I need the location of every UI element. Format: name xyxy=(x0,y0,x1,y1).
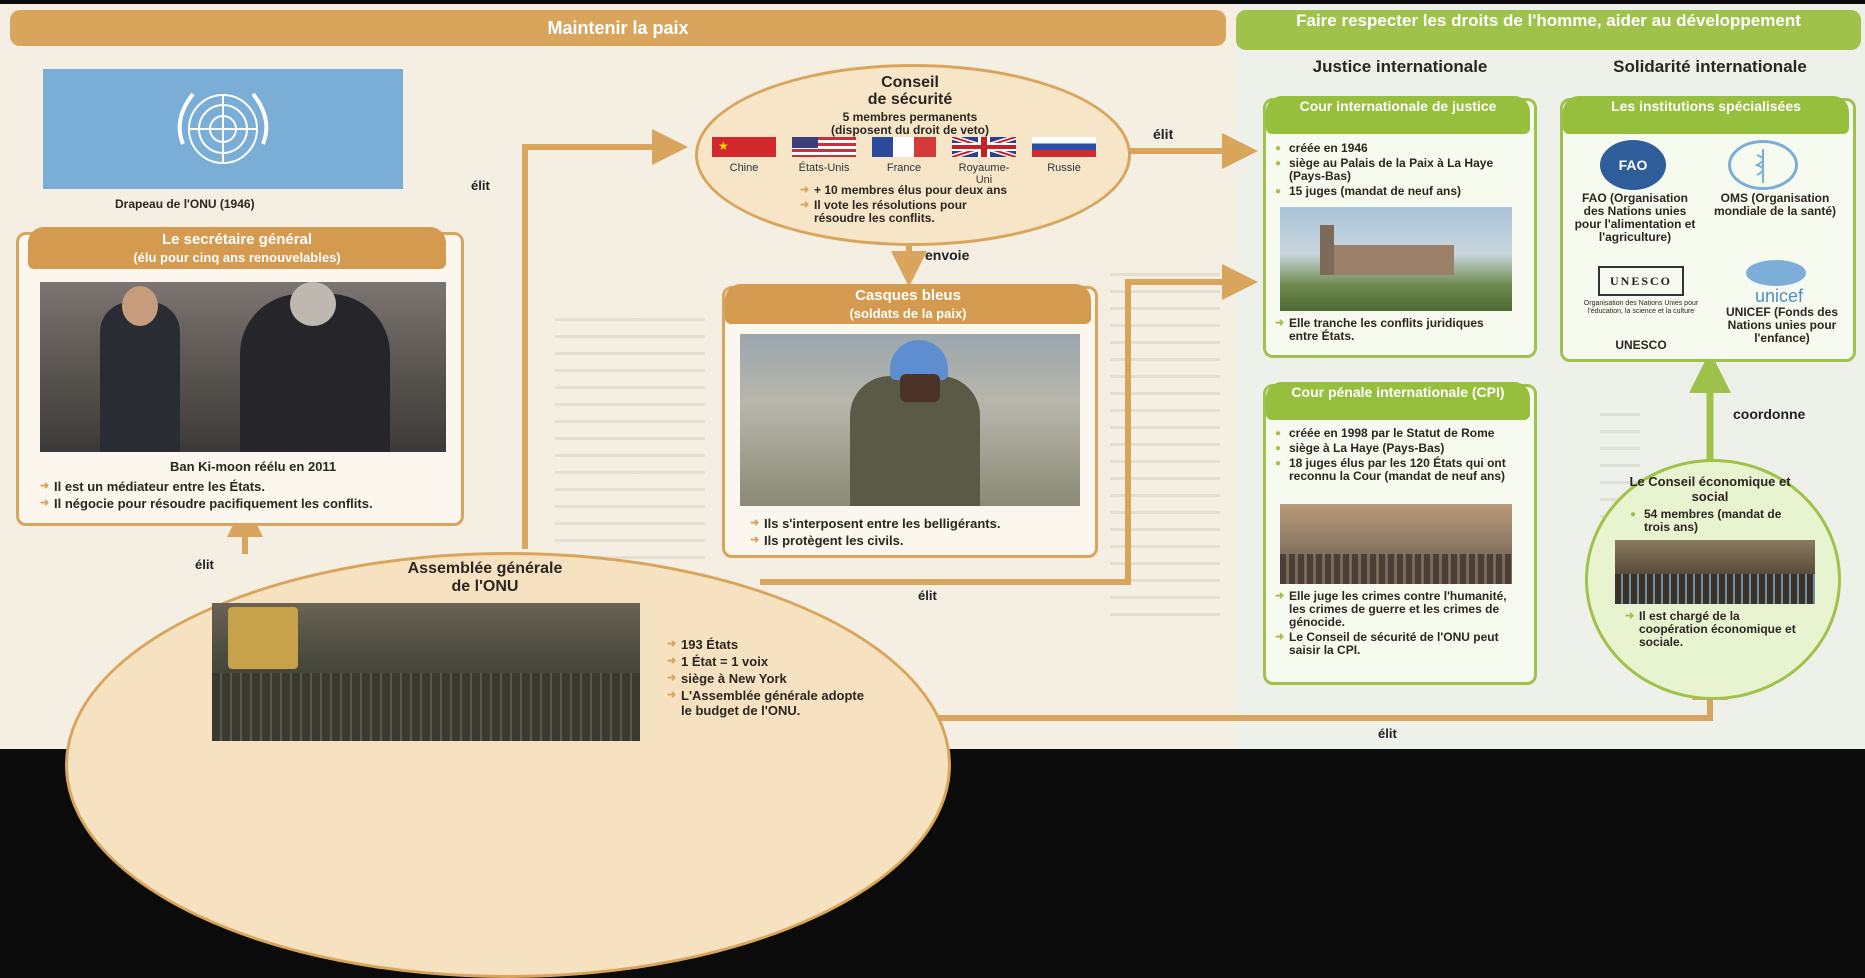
council-resolutions: Il vote les résolutions pour résoudre le… xyxy=(800,199,1020,225)
blue-helmets-bullet: Ils s'interposent entre les belligérants… xyxy=(750,516,1090,531)
china-flag-icon: ★ xyxy=(712,137,776,157)
envoie-label: envoie xyxy=(925,247,970,263)
peace-banner: Maintenir la paix xyxy=(10,10,1226,46)
secretary-subtitle: (élu pour cinq ans renouvelables) xyxy=(133,250,341,265)
unesco-logo-icon: UNESCO xyxy=(1598,266,1684,296)
icc-title: Cour pénale internationale (CPI) xyxy=(1266,382,1530,420)
france-flag-icon xyxy=(872,137,936,157)
blue-helmets-bullets: Ils s'interposent entre les belligérants… xyxy=(750,516,1090,550)
assembly-bullet: 1 État = 1 voix xyxy=(667,654,877,669)
flag-label: États-Unis xyxy=(798,162,850,174)
unicef-caption: UNICEF (Fonds des Nations unies pour l'e… xyxy=(1725,305,1838,345)
icj-role: Elle tranche les conflits juridiques ent… xyxy=(1275,317,1515,345)
institutions-title: Les institutions spécialisées xyxy=(1563,96,1849,134)
secretary-bullet: Il négocie pour résoudre pacifiquement l… xyxy=(40,496,420,511)
ban-ki-moon-photo xyxy=(40,282,446,452)
assembly-bullets: 193 États 1 État = 1 voix siège à New Yo… xyxy=(667,637,877,720)
who-logo-icon xyxy=(1728,140,1798,190)
un-emblem-icon xyxy=(177,92,269,164)
assembly-bullet: L'Assemblée générale adopte le budget de… xyxy=(667,688,877,718)
textbook-spread: Maintenir la paix Drapeau de l'ONU (1946… xyxy=(0,4,1865,978)
unicef-logo-icon xyxy=(1746,260,1806,286)
ecosoc-title: Le Conseil économique et social xyxy=(1629,474,1791,504)
council-title-line1: Conseil xyxy=(881,74,939,91)
elit-label: élit xyxy=(1378,726,1397,741)
ecosoc-role: Il est chargé de la coopération économiq… xyxy=(1625,610,1805,651)
blue-helmets-subtitle: (soldats de la paix) xyxy=(849,306,967,321)
secretary-bullets: Il est un médiateur entre les États. Il … xyxy=(40,479,420,513)
assembly-title: Assemblée générale de l'ONU xyxy=(360,560,610,596)
russia-flag-icon xyxy=(1032,137,1096,157)
institutions-box xyxy=(1560,98,1856,362)
assembly-hall-photo xyxy=(212,603,640,741)
icc-bullets: créée en 1998 par le Statut de Rome sièg… xyxy=(1275,427,1525,485)
peacekeeper-photo xyxy=(740,334,1080,506)
icc-roles: Elle juge les crimes contre l'humanité, … xyxy=(1275,590,1520,659)
icc-courtroom-photo xyxy=(1280,504,1512,584)
fao-logo-icon: FAO xyxy=(1600,140,1666,190)
assembly-title-line1: Assemblée générale xyxy=(407,560,563,577)
solidarity-heading: Solidarité internationale xyxy=(1613,57,1807,76)
icj-title: Cour internationale de justice xyxy=(1266,96,1530,134)
council-bullets: + 10 membres élus pour deux ans Il vote … xyxy=(800,184,1020,227)
ecosoc-chamber-photo xyxy=(1615,540,1815,604)
assembly-bullet: siège à New York xyxy=(667,671,877,686)
elit-label: élit xyxy=(471,178,490,193)
usa-flag-icon xyxy=(792,137,856,157)
justice-heading: Justice internationale xyxy=(1312,57,1488,76)
icj-bullet: siège au Palais de la Paix à La Haye (Pa… xyxy=(1275,157,1525,183)
icj-bullet: créée en 1946 xyxy=(1275,142,1525,156)
unesco-small-text: Organisation des Nations Unies pour l'éd… xyxy=(1583,300,1699,315)
council-title: Conseil de sécurité xyxy=(860,74,960,108)
ecosoc-bullet: 54 membres (mandat de trois ans) xyxy=(1630,508,1800,534)
assembly-bullet: 193 États xyxy=(667,637,877,652)
assembly-title-line2: de l'ONU xyxy=(451,578,519,595)
flag-label: Russie xyxy=(1047,162,1081,174)
icj-bullets: créée en 1946 siège au Palais de la Paix… xyxy=(1275,142,1525,200)
peace-palace-photo xyxy=(1280,207,1512,311)
elit-label: élit xyxy=(1153,126,1174,142)
icj-bullet: 15 juges (mandat de neuf ans) xyxy=(1275,185,1525,199)
secretary-caption: Ban Ki-moon réélu en 2011 xyxy=(170,459,337,474)
secretary-title: Le secrétaire général (élu pour cinq ans… xyxy=(28,227,446,269)
icc-bullet: siège à La Haye (Pays-Bas) xyxy=(1275,442,1525,456)
icc-role: Elle juge les crimes contre l'humanité, … xyxy=(1275,590,1520,629)
secretary-bullet: Il est un médiateur entre les États. xyxy=(40,479,420,494)
un-flag xyxy=(43,69,403,189)
council-title-line2: de sécurité xyxy=(867,91,953,108)
blue-helmets-bullet: Ils protègent les civils. xyxy=(750,533,1090,548)
icc-bullet: créée en 1998 par le Statut de Rome xyxy=(1275,427,1525,441)
council-permanent-count: 5 membres permanents xyxy=(842,110,978,124)
uk-flag-icon xyxy=(952,137,1016,157)
council-elected: + 10 membres élus pour deux ans xyxy=(800,184,1020,198)
secretary-title-text: Le secrétaire général xyxy=(161,231,313,248)
rights-banner: Faire respecter les droits de l'homme, a… xyxy=(1236,10,1861,50)
ecosoc-role-text: Il est chargé de la coopération économiq… xyxy=(1625,610,1805,649)
icc-bullet: 18 juges élus par les 120 États qui ont … xyxy=(1275,457,1525,483)
blue-helmets-title-text: Casques bleus xyxy=(855,287,961,304)
flag-caption: Drapeau de l'ONU (1946) xyxy=(115,197,255,211)
ecosoc-bullets: 54 membres (mandat de trois ans) xyxy=(1630,508,1800,536)
icj-role-text: Elle tranche les conflits juridiques ent… xyxy=(1275,317,1515,343)
flag-label: France xyxy=(886,162,922,174)
flag-label: Chine xyxy=(729,162,759,174)
elit-label: élit xyxy=(195,557,214,572)
icc-role: Le Conseil de sécurité de l'ONU peut sai… xyxy=(1275,631,1520,657)
elit-label: élit xyxy=(918,588,937,603)
fao-caption: FAO (Organisation des Nations unies pour… xyxy=(1574,191,1696,244)
unesco-caption: UNESCO xyxy=(1615,338,1667,352)
council-veto: (disposent du droit de veto) xyxy=(831,123,989,137)
unicef-wordmark: unicef xyxy=(1754,286,1804,306)
council-permanent: 5 membres permanents (disposent du droit… xyxy=(800,111,1020,137)
who-caption: OMS (Organisation mondiale de la santé) xyxy=(1713,191,1837,218)
coordonne-label: coordonne xyxy=(1733,406,1806,422)
blue-helmets-title: Casques bleus (soldats de la paix) xyxy=(725,284,1091,324)
